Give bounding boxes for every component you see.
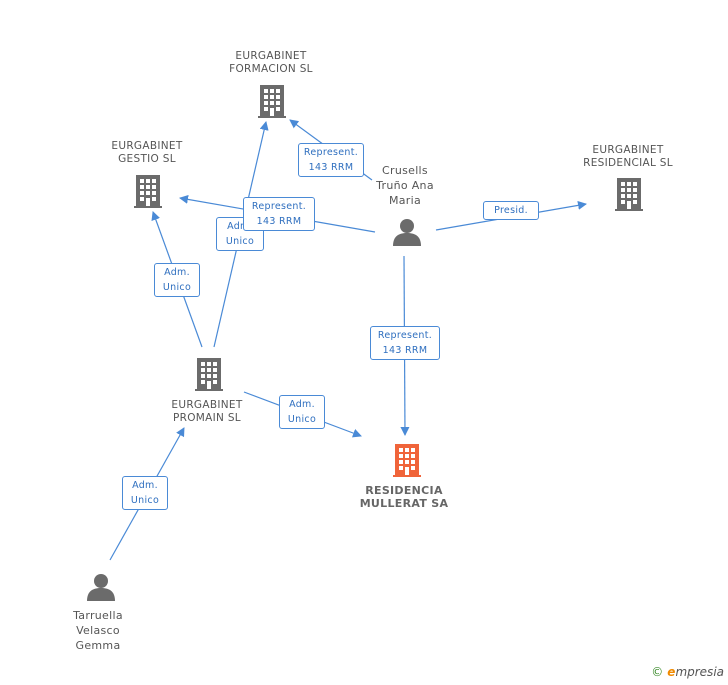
edge-label-line: Unico <box>162 282 192 293</box>
node-eurgabinet-residencial[interactable]: EURGABINET RESIDENCIAL SL <box>566 144 690 170</box>
copyright-icon: © <box>651 665 664 679</box>
edge-label-line: Adm. <box>227 221 253 232</box>
edge-label-line: 143 RRM <box>382 345 428 356</box>
node-label-line: Velasco <box>76 624 120 637</box>
edge-label-adm-promain-gestio[interactable]: Adm. Unico <box>154 263 200 297</box>
building-icon <box>393 444 421 477</box>
person-icon <box>87 574 115 601</box>
edge-label-line: Adm. <box>132 480 158 491</box>
edge-label-line: 143 RRM <box>256 216 302 227</box>
edge-label-line: Adm. <box>164 267 190 278</box>
edge-label-line: Presid. <box>494 205 528 216</box>
edge-label-line: Unico <box>130 495 160 506</box>
node-label-line: EURGABINET <box>235 50 307 62</box>
edge-label-line: Represent. <box>377 330 433 341</box>
edge-label-line: Unico <box>287 414 317 425</box>
node-crusells-truno-ana-maria[interactable]: Crusells Truño Ana Maria <box>352 163 458 208</box>
edge-label-represent-gestio[interactable]: Represent. 143 RRM <box>243 197 315 231</box>
edge-label-adm-promain-residencia[interactable]: Adm. Unico <box>279 395 325 429</box>
node-label-line: Tarruella <box>73 609 123 622</box>
node-label-line: Truño Ana <box>376 179 434 192</box>
edge-label-presid-residencial[interactable]: Presid. <box>483 201 539 220</box>
brand-rest: mpresia <box>675 665 724 679</box>
node-label-line: GESTIO SL <box>118 153 176 165</box>
node-label-line: PROMAIN SL <box>173 412 241 424</box>
node-residencia-mullerat[interactable]: RESIDENCIA MULLERAT SA <box>340 484 468 510</box>
node-label-line: EURGABINET <box>111 140 183 152</box>
building-icon <box>615 178 643 211</box>
node-label-line: Crusells <box>382 164 428 177</box>
node-label-line: EURGABINET <box>592 144 664 156</box>
edge-label-line: Adm. <box>289 399 315 410</box>
person-icon <box>393 219 421 246</box>
edge-label-adm-tarruella[interactable]: Adm. Unico <box>122 476 168 510</box>
edge-label-represent-residencia[interactable]: Represent. 143 RRM <box>370 326 440 360</box>
node-label-line: Gemma <box>75 639 121 652</box>
empresia-watermark: ©empresia <box>651 665 724 679</box>
node-eurgabinet-promain[interactable]: EURGABINET PROMAIN SL <box>148 399 266 425</box>
brand-e: e <box>667 665 676 679</box>
node-label-line: RESIDENCIAL SL <box>583 157 673 169</box>
node-eurgabinet-gestio[interactable]: EURGABINET GESTIO SL <box>88 140 206 166</box>
node-eurgabinet-formacion[interactable]: EURGABINET FORMACION SL <box>212 50 330 76</box>
node-label-line: FORMACION SL <box>229 63 313 75</box>
edge-label-line: Unico <box>225 236 255 247</box>
edge-label-line: Represent. <box>251 201 307 212</box>
edge-label-line: 143 RRM <box>308 162 354 173</box>
node-label-line: EURGABINET <box>171 399 243 411</box>
edge-label-represent-formacion[interactable]: Represent. 143 RRM <box>298 143 364 177</box>
building-icon <box>195 358 223 391</box>
node-label-line: RESIDENCIA <box>365 484 443 497</box>
node-label-line: MULLERAT SA <box>359 497 449 510</box>
building-icon <box>134 175 162 208</box>
node-label-line: Maria <box>388 194 422 207</box>
building-icon <box>258 85 286 118</box>
edge-label-line: Represent. <box>303 147 359 158</box>
node-tarruella-velasco-gemma[interactable]: Tarruella Velasco Gemma <box>48 608 148 653</box>
